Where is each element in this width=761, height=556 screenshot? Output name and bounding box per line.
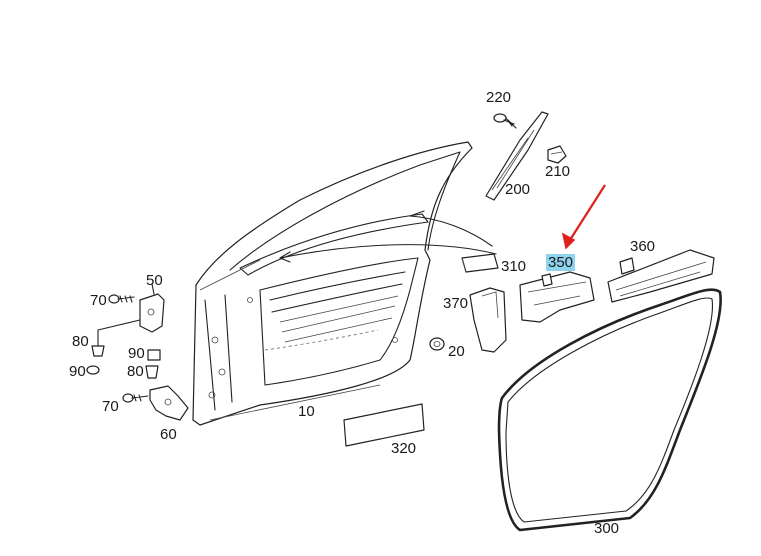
- callout-60[interactable]: 60: [160, 426, 177, 443]
- bolt-70-upper: [108, 294, 135, 304]
- callout-80-top[interactable]: 80: [72, 333, 89, 350]
- callout-200[interactable]: 200: [505, 181, 531, 198]
- guide-arrow-upper: [409, 210, 493, 247]
- bolt-70-lower: [122, 393, 149, 403]
- callout-90-left[interactable]: 90: [69, 363, 86, 380]
- sticker-320: [343, 403, 425, 447]
- callout-20[interactable]: 20: [448, 343, 465, 360]
- callout-10[interactable]: 10: [298, 403, 315, 420]
- hinge-upper-50: [139, 283, 165, 333]
- clip-210: [547, 145, 567, 164]
- foam-strip-360: [607, 249, 715, 303]
- grommet-20: [429, 337, 445, 351]
- pointer-arrow-red: [561, 184, 606, 250]
- callout-70-bottom[interactable]: 70: [102, 398, 119, 415]
- bolt-80-lower: [145, 365, 159, 379]
- bolt-80-upper: [91, 319, 141, 357]
- callout-80-bottom[interactable]: 80: [127, 363, 144, 380]
- callout-370[interactable]: 370: [443, 295, 469, 312]
- guide-arrow-lower: [279, 244, 497, 263]
- callout-90-right[interactable]: 90: [128, 345, 145, 362]
- callout-70-top[interactable]: 70: [90, 292, 107, 309]
- callout-300[interactable]: 300: [594, 520, 620, 537]
- foam-350: [519, 271, 595, 323]
- nut-90-right: [147, 349, 161, 361]
- nut-90-left: [86, 365, 100, 375]
- hinge-lower-60: [149, 385, 189, 421]
- pad-310: [461, 253, 499, 273]
- door-seal-300: [497, 288, 722, 532]
- callout-50[interactable]: 50: [146, 272, 163, 289]
- frame-trim-200: [485, 111, 549, 201]
- callout-320[interactable]: 320: [391, 440, 417, 457]
- screw-220: [493, 113, 517, 129]
- callout-210[interactable]: 210: [545, 163, 571, 180]
- callout-360[interactable]: 360: [630, 238, 656, 255]
- callout-220[interactable]: 220: [486, 89, 512, 106]
- door-shell-10: [192, 141, 473, 426]
- callout-310[interactable]: 310: [501, 258, 527, 275]
- bracket-370: [469, 287, 507, 353]
- callout-350-highlighted[interactable]: 350: [546, 254, 576, 271]
